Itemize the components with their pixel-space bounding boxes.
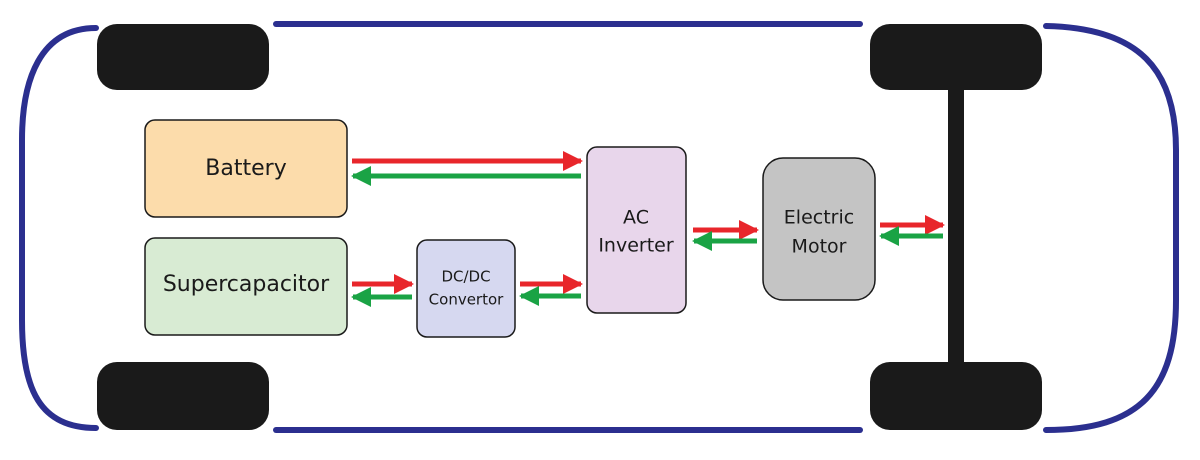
ac-inverter-box — [586, 146, 687, 314]
dcdc-convertor-label-line1: DC/DC — [441, 268, 490, 286]
wheel-front-left — [97, 24, 269, 90]
electric-motor-label-line2: Motor — [792, 236, 847, 258]
dcdc-convertor-box — [416, 239, 516, 338]
wheels — [97, 24, 1042, 430]
battery-block: Battery — [144, 119, 348, 218]
dcdc-convertor-block: DC/DC Convertor — [416, 239, 516, 338]
wheel-rear-right — [870, 362, 1042, 430]
power-flow-arrows — [351, 151, 945, 307]
dcdc-convertor-label-line2: Convertor — [429, 291, 504, 309]
ac-inverter-label-line2: Inverter — [598, 235, 674, 257]
electric-motor-block: Electric Motor — [762, 157, 876, 301]
wheel-rear-left — [870, 24, 1042, 90]
wheel-front-right — [97, 362, 269, 430]
supercapacitor-box — [144, 237, 348, 336]
ac-inverter-label-line1: AC — [623, 207, 649, 229]
car-body-outline — [19, 21, 1179, 433]
body-right-end — [1043, 23, 1179, 433]
supercapacitor-block: Supercapacitor — [144, 237, 348, 336]
battery-box — [144, 119, 348, 218]
ac-inverter-block: AC Inverter — [586, 146, 687, 314]
electric-motor-box — [762, 157, 876, 301]
battery-label: Battery — [205, 156, 286, 181]
electric-motor-label-line1: Electric — [784, 207, 854, 229]
body-left-end — [19, 25, 99, 431]
supercapacitor-label: Supercapacitor — [163, 272, 330, 297]
rear-axle — [948, 80, 964, 380]
